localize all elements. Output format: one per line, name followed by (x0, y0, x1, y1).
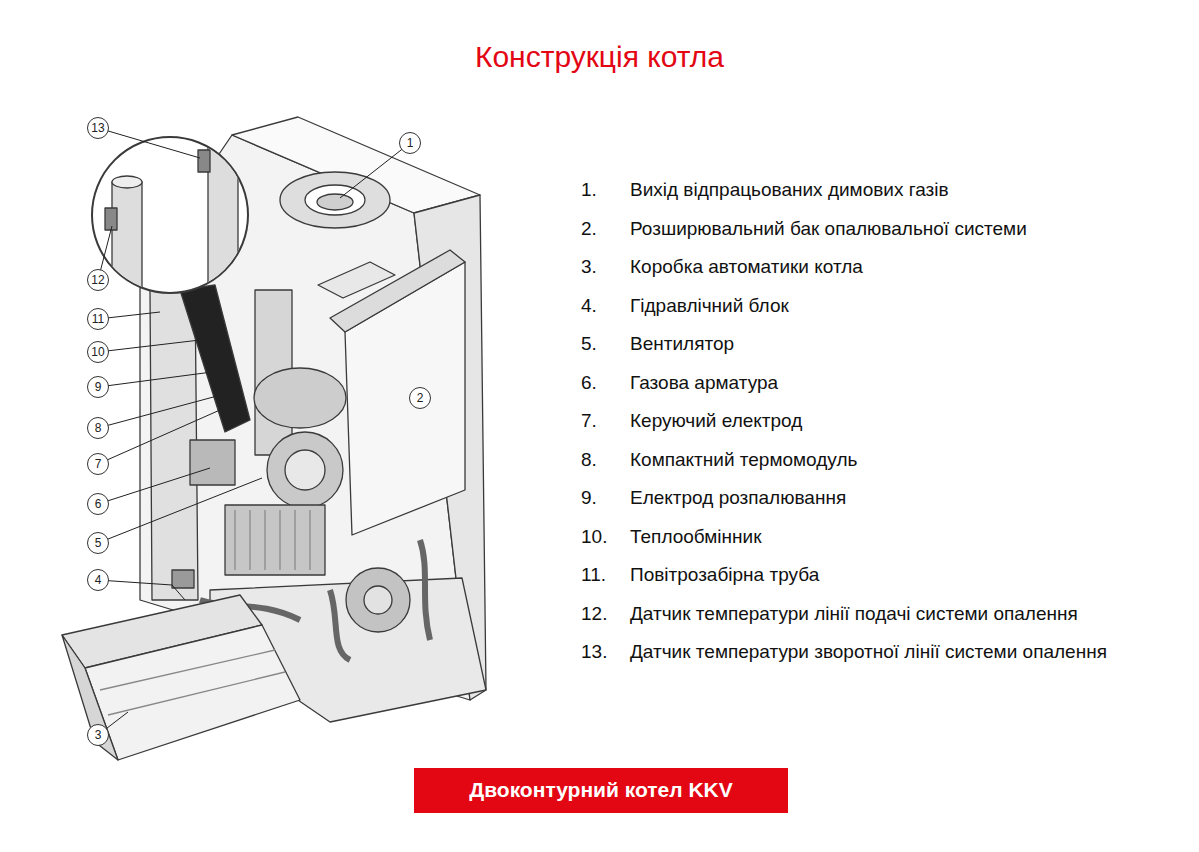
callout-circle: 2 (409, 387, 431, 409)
leader-line (98, 478, 262, 543)
leader-line (98, 580, 185, 600)
list-number: 10. (581, 525, 607, 549)
callout-number: 13 (91, 122, 104, 134)
leader-line (98, 128, 200, 158)
fan-hub (285, 450, 325, 490)
callout-circle: 4 (87, 569, 109, 591)
callout-number: 1 (407, 137, 414, 149)
magnifier-cone (180, 285, 250, 432)
list-text: Електрод розпалювання (630, 486, 846, 510)
callout-circle: 11 (87, 308, 109, 330)
leader-line (98, 392, 232, 428)
list-text: Гідравлічний блок (630, 294, 789, 318)
callout-circle: 8 (87, 417, 109, 439)
callout-number: 11 (92, 313, 104, 325)
list-number: 6. (581, 371, 597, 395)
control-box-side (62, 635, 118, 760)
list-text: Теплообмінник (630, 525, 762, 549)
flue-opening (305, 185, 365, 215)
flue-collar (280, 172, 390, 228)
callout-circle: 6 (87, 493, 109, 515)
heat-exchanger (225, 505, 325, 575)
list-text: Датчик температури зворотної лінії систе… (630, 640, 1107, 664)
tank-top (330, 250, 465, 332)
callout-circle: 1 (399, 132, 421, 154)
caption-text: Двоконтурний котел KKV (469, 777, 733, 803)
callout-circle: 12 (87, 269, 109, 291)
list-text: Вихід відпрацьованих димових газів (630, 178, 949, 202)
hydraulic-part (172, 570, 194, 588)
thermo-module (254, 368, 346, 428)
callout-circle: 3 (87, 724, 109, 746)
list-number: 3. (581, 255, 597, 279)
list-text: Вентилятор (630, 332, 734, 356)
callout-circle: 9 (87, 376, 109, 398)
list-number: 5. (581, 332, 597, 356)
leader-line (340, 143, 410, 198)
leader-line (98, 372, 212, 387)
flow-pipe (208, 120, 238, 300)
list-text: Газова арматура (630, 371, 778, 395)
callout-number: 2 (417, 392, 424, 404)
list-number: 2. (581, 217, 597, 241)
list-number: 11. (581, 563, 606, 587)
pipe-end (112, 176, 142, 188)
gas-valve (190, 440, 235, 485)
list-number: 7. (581, 409, 597, 433)
list-number: 9. (581, 486, 597, 510)
callout-number: 12 (91, 274, 104, 286)
leader-line (98, 402, 238, 464)
callout-number: 8 (95, 422, 102, 434)
callout-number: 10 (91, 346, 104, 358)
list-text: Повітрозабірна труба (630, 563, 819, 587)
list-text: Компактний термомодуль (630, 448, 857, 472)
fan (267, 432, 343, 508)
caption-box: Двоконтурний котел KKV (414, 768, 788, 813)
callout-circle: 7 (87, 453, 109, 475)
callout-circle: 5 (87, 532, 109, 554)
return-sensor (198, 150, 210, 172)
pump-hub (364, 586, 392, 614)
leader-line (98, 468, 210, 504)
list-number: 13. (581, 640, 607, 664)
callout-number: 9 (95, 381, 102, 393)
list-number: 8. (581, 448, 597, 472)
pump (346, 568, 410, 632)
list-text: Коробка автоматики котла (630, 255, 863, 279)
page-title: Конструкція котла (0, 38, 1199, 76)
list-number: 12. (581, 602, 607, 626)
list-text: Розширювальний бак опалювальної системи (630, 217, 1027, 241)
callout-number: 7 (95, 458, 102, 470)
callout-number: 4 (95, 574, 102, 586)
list-text: Датчик температури лінії подачі системи … (630, 602, 1078, 626)
leader-lines (98, 128, 410, 735)
list-text: Керуючий електрод (630, 409, 802, 433)
callout-circle: 13 (87, 117, 109, 139)
control-box-front (85, 625, 300, 760)
callout-number: 5 (95, 537, 102, 549)
callout-number: 6 (95, 498, 102, 510)
callout-circle: 10 (87, 341, 109, 363)
list-number: 4. (581, 294, 597, 318)
control-box-lines (100, 650, 285, 715)
exchanger-plates (235, 510, 310, 570)
leader-line (98, 340, 200, 352)
callout-number: 3 (95, 729, 102, 741)
flow-sensor (105, 208, 117, 230)
flue-inner (317, 194, 353, 210)
return-pipe (112, 182, 142, 302)
list-number: 1. (581, 178, 597, 202)
